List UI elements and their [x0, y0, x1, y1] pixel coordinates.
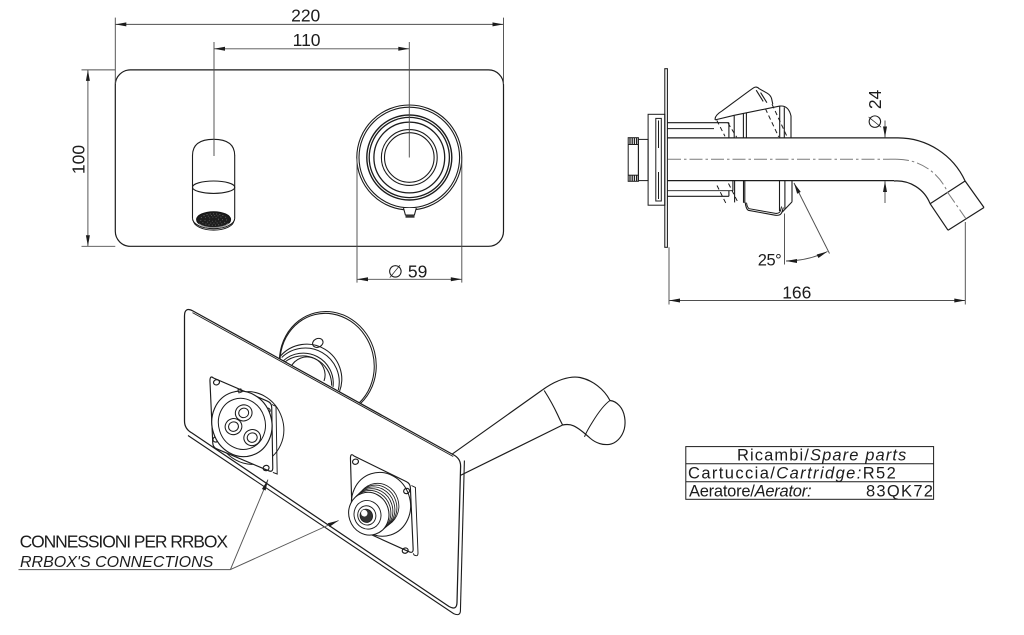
svg-text:CONNESSIONI PER RRBOX: CONNESSIONI PER RRBOX — [20, 532, 229, 552]
svg-text:∅ 24: ∅ 24 — [865, 89, 885, 129]
svg-text:Cartuccia/Cartridge:R52: Cartuccia/Cartridge:R52 — [688, 465, 897, 483]
svg-text:∅ 59: ∅ 59 — [388, 262, 428, 282]
svg-text:83QK72: 83QK72 — [866, 482, 934, 500]
svg-text:166: 166 — [782, 282, 811, 302]
svg-text:RRBOX'S CONNECTIONS: RRBOX'S CONNECTIONS — [20, 554, 214, 571]
svg-text:100: 100 — [69, 145, 89, 174]
svg-text:Ricambi/Spare parts: Ricambi/Spare parts — [737, 447, 907, 465]
svg-text:220: 220 — [291, 6, 320, 26]
svg-text:110: 110 — [293, 30, 321, 50]
svg-text:Aeratore/Aerator:: Aeratore/Aerator: — [689, 482, 811, 500]
svg-text:25°: 25° — [758, 251, 781, 269]
